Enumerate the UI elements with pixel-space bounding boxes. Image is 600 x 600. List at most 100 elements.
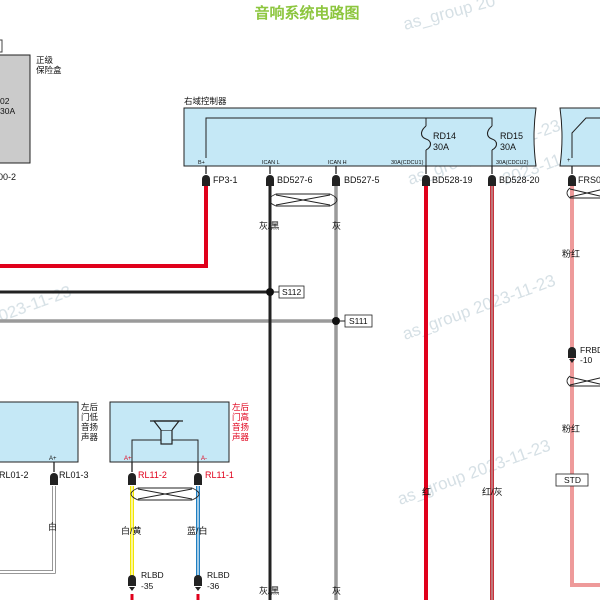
splice-label: S111 — [349, 316, 368, 326]
right-domain-controller: 右域控制器 RD14 30A RD15 30A B+ ICAN L ICAN H… — [183, 96, 537, 167]
twisted-pair-frbd — [566, 375, 600, 387]
connector-pin — [128, 462, 136, 485]
fuse-box-body — [0, 54, 31, 164]
twisted-pair-right — [566, 187, 600, 199]
twisted-pair-speaker — [130, 487, 200, 501]
fuse-box-inner: 02 30A — [0, 96, 15, 116]
wire-label: 灰 — [332, 585, 341, 596]
connector-pin — [568, 166, 576, 186]
speaker-lead — [131, 439, 161, 462]
speaker-icon — [150, 420, 183, 445]
inline-connector-label: RLBD — [141, 570, 164, 580]
left-low-speaker-label: 左后 门低 音扬 声器 — [81, 402, 100, 442]
right-module-internal — [571, 117, 600, 158]
splice-label: S112 — [282, 287, 301, 297]
right-module-pin-label: + — [567, 158, 571, 164]
inline-connector-label: -10 — [580, 355, 593, 365]
inline-connector-label: RLBD — [207, 570, 230, 580]
inline-connector-frbd: FRBD -10 — [568, 345, 600, 365]
connector-label: RL11-2 — [138, 470, 167, 480]
wire-label: 红/灰 — [482, 486, 503, 497]
left-high-speaker: 左后 门高 音扬 声器 A+ A- RL11-2 RL11-1 — [109, 401, 251, 485]
fuse-rd14-icon — [420, 125, 432, 151]
left-low-speaker: 左后 门低 音扬 声器 A+ RL01-2 RL01-3 — [0, 401, 100, 485]
fuse-rd15-icon — [486, 125, 498, 151]
wire-b-plus — [0, 186, 208, 268]
controller-body — [183, 107, 537, 167]
connector-pin — [194, 462, 202, 485]
fuse-rd14-id: RD14 — [433, 131, 456, 141]
wire-color-labels: 灰/黑 灰 灰/黑 灰 红 红/灰 粉红 粉红 白 白/黄 蓝/白 — [48, 220, 580, 596]
fuse-box-connector: 00-2 — [0, 172, 16, 182]
left-high-speaker-label: 左后 门高 音扬 声器 — [232, 402, 251, 442]
fuse-box-inner-line: 02 — [0, 96, 10, 106]
wire-white-core — [0, 486, 55, 573]
pin-label: A+ — [49, 456, 57, 462]
pin-label: ICAN L — [262, 160, 280, 166]
connector-label: BD528-19 — [432, 175, 473, 185]
wire-label: 白 — [48, 521, 57, 532]
wire-label: 粉红 — [562, 423, 580, 434]
pin-label: 30A(CDCU2) — [496, 160, 529, 166]
diagram-title: 音响系统电路图 — [254, 4, 359, 22]
connector-label: FP3-1 — [213, 175, 238, 185]
connector-label: RL01-2 — [0, 470, 29, 480]
frame-corner — [0, 39, 3, 53]
inline-connector-label: -35 — [141, 581, 154, 591]
fuse-box-label: 正级 保险盒 — [36, 55, 62, 75]
splice-s111: S111 — [332, 314, 373, 328]
inline-connector-label: -36 — [207, 581, 220, 591]
pin-label: 30A(CDCU1) — [391, 160, 424, 166]
wire-label: 灰/黑 — [259, 220, 280, 231]
fuse-box: 正级 保险盒 02 30A 00-2 — [0, 54, 62, 182]
wire-label: 灰 — [332, 220, 341, 231]
inline-connector-rlbd36: RLBD -36 — [194, 570, 230, 591]
watermark-text: as_group 2023-11-23 — [395, 436, 553, 509]
wire-right-pink — [570, 186, 600, 587]
fuse-rd15-id: RD15 — [500, 131, 523, 141]
fuse-box-inner-line: 30A — [0, 106, 15, 116]
twisted-pair-can — [268, 193, 338, 207]
fuse-box-label-line: 保险盒 — [36, 65, 62, 75]
wire-label: 粉红 — [562, 248, 580, 259]
pin-label: B+ — [198, 160, 205, 166]
splice-s112: S112 — [266, 285, 305, 299]
connector-pin — [422, 166, 430, 186]
connector-pin — [266, 166, 274, 186]
connector-pin — [202, 166, 210, 186]
controller-internal-bus — [205, 117, 493, 158]
speaker-lead — [172, 439, 199, 462]
connector-label: FRS0 — [578, 175, 600, 185]
left-low-speaker-body — [0, 401, 79, 463]
fuse-box-label-line: 正级 — [36, 55, 54, 65]
controller-label: 右域控制器 — [184, 96, 227, 106]
ground-label: STD — [564, 475, 581, 485]
connector-label: BD527-5 — [344, 175, 380, 185]
inline-connector-label: FRBD — [580, 345, 600, 355]
watermark-text: as_group 20 — [401, 0, 497, 34]
connector-pin — [50, 462, 58, 485]
connector-pin — [488, 166, 496, 186]
connector-label: BD527-6 — [277, 175, 313, 185]
right-module-body — [559, 107, 600, 167]
fuse-rd14-rating: 30A — [433, 142, 449, 152]
wire-label: 红 — [422, 486, 431, 497]
watermark-text: as_group 2023-11-23 — [400, 271, 558, 344]
wires — [0, 186, 600, 600]
wire-label: 灰/黑 — [259, 585, 280, 596]
inline-connector-rlbd35: RLBD -35 — [128, 570, 164, 591]
wire-label: 白/黄 — [121, 525, 142, 536]
wire-white — [0, 486, 56, 574]
connector-label: RL11-1 — [205, 470, 234, 480]
connector-label: BD528-20 — [499, 175, 540, 185]
connector-label: RL01-3 — [59, 470, 89, 480]
right-module: + — [559, 107, 600, 167]
pin-label: A+ — [124, 456, 132, 462]
connector-pin — [332, 166, 340, 186]
wire-label: 蓝/白 — [187, 525, 208, 536]
pin-label: A- — [201, 456, 207, 462]
pin-label: ICAN H — [328, 160, 347, 166]
controller-connectors: FP3-1 BD527-6 BD527-5 BD528-19 BD528-20 … — [202, 166, 600, 186]
ground-std: STD — [555, 473, 589, 487]
